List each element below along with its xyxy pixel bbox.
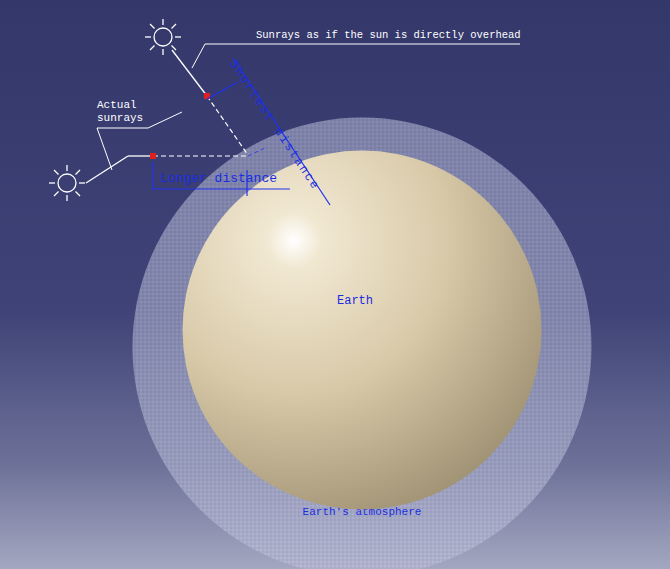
node-label: Earth <box>337 295 373 309</box>
dimension-label: Longer distance <box>160 172 277 187</box>
sun-ray-dashed <box>207 96 248 155</box>
leader-line <box>148 112 182 128</box>
sun-ray <box>86 156 128 183</box>
ray-label: Actual sunrays <box>97 99 157 124</box>
sun-ray <box>128 155 153 156</box>
entry-point <box>204 93 210 99</box>
earth-circle: Earth <box>182 150 542 510</box>
leader-underline <box>205 44 520 45</box>
entry-point <box>150 153 156 159</box>
ray-label: Sunrays as if the sun is directly overhe… <box>256 29 521 41</box>
circle-outline <box>182 150 542 510</box>
dashed-guide <box>248 148 265 156</box>
dimension-bracket <box>153 162 290 196</box>
leader-line <box>192 44 205 68</box>
sun-symbol <box>145 19 181 55</box>
leader-underline <box>97 128 148 129</box>
sun-ray-dashed <box>153 155 248 156</box>
sun-symbol <box>49 165 85 201</box>
sun-ray <box>172 50 207 96</box>
leader-line <box>97 128 112 170</box>
